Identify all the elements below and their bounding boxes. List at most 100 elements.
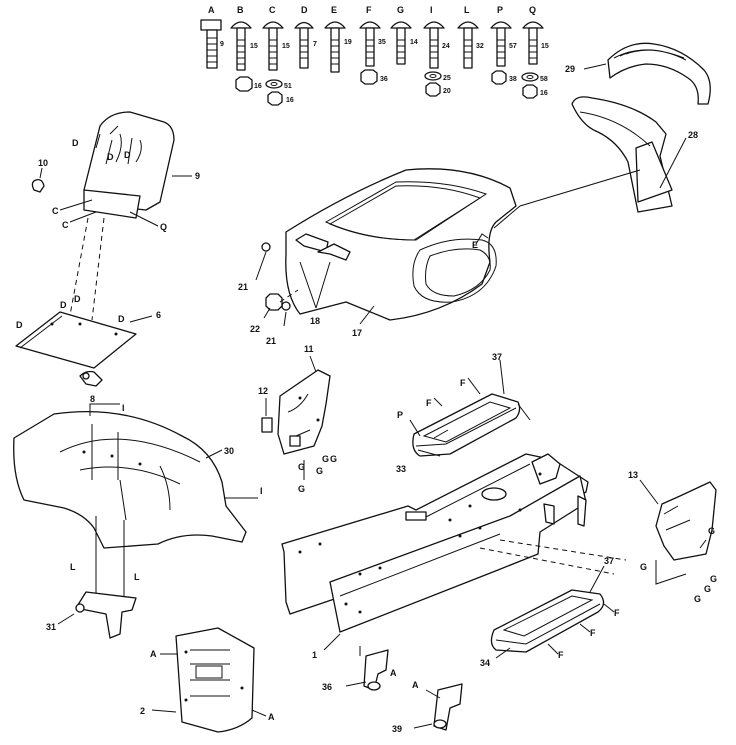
callout-31: 31 bbox=[46, 622, 56, 632]
part-13-side-plate: 13 G G G G G bbox=[628, 470, 717, 604]
callout-39: 39 bbox=[392, 724, 402, 734]
callout-37-top: 37 bbox=[492, 352, 502, 362]
bolt-letter-i: I bbox=[430, 5, 433, 15]
bracket-39-letter-a: A bbox=[412, 680, 419, 690]
nut-size-2: 51 bbox=[284, 83, 292, 90]
bolt-size-f: 35 bbox=[378, 39, 386, 46]
bolt-l: L 32 bbox=[457, 5, 484, 69]
rear-plate-letter-a-1: A bbox=[150, 649, 157, 659]
bolt-c: C 15 bbox=[262, 5, 290, 71]
console-letter-c-1: C bbox=[52, 206, 59, 216]
bracket-letter-g-3: G bbox=[322, 454, 329, 464]
bolt-p: P 57 bbox=[490, 5, 517, 67]
callout-13: 13 bbox=[628, 470, 638, 480]
nut-size-9: 16 bbox=[540, 90, 548, 97]
fender-letter-i-1: I bbox=[122, 403, 125, 413]
callout-29: 29 bbox=[565, 64, 575, 74]
nut-size-6: 20 bbox=[443, 88, 451, 95]
callout-1: 1 bbox=[312, 650, 317, 660]
bolt-size-a: 9 bbox=[220, 41, 224, 48]
bolt-letter-g: G bbox=[397, 5, 404, 15]
fender-letter-l-1: L bbox=[70, 562, 76, 572]
bolt-letter-e: E bbox=[331, 5, 337, 15]
callout-17: 17 bbox=[352, 328, 362, 338]
bolt-size-c: 15 bbox=[282, 43, 290, 50]
callout-33: 33 bbox=[396, 464, 406, 474]
nut-size-3: 16 bbox=[286, 97, 294, 104]
fender-letter-i-2: I bbox=[260, 486, 263, 496]
callout-21-bottom: 21 bbox=[266, 336, 276, 346]
callout-2: 2 bbox=[140, 706, 145, 716]
console-letter-d-3: D bbox=[72, 138, 79, 148]
bracket-letter-g-5: G bbox=[298, 484, 305, 494]
part-1-frame: 1 bbox=[281, 453, 589, 660]
console-letter-c-2: C bbox=[62, 220, 69, 230]
callout-12: 12 bbox=[258, 386, 268, 396]
plate-letter-d-4: D bbox=[118, 314, 125, 324]
nut-size-7: 38 bbox=[509, 76, 517, 83]
bolt-b: B 15 bbox=[230, 5, 258, 71]
bolt-letter-d: D bbox=[301, 5, 308, 15]
nut-size-1: 16 bbox=[254, 83, 262, 90]
bolt-letter-f: F bbox=[366, 5, 372, 15]
part-30-fender: 30 I I bbox=[13, 403, 263, 549]
seat-pan-letter-p: P bbox=[397, 410, 403, 420]
part-29-grip: 29 bbox=[565, 42, 711, 105]
bolt-letter-b: B bbox=[237, 5, 244, 15]
callout-37-bottom: 37 bbox=[604, 556, 614, 566]
bolt-size-g: 14 bbox=[410, 39, 418, 46]
bolt-size-d: 7 bbox=[313, 41, 317, 48]
bolt-a: A 9 bbox=[200, 5, 224, 69]
side-letter-g-3: G bbox=[710, 574, 717, 584]
bracket-36-letter-a: A bbox=[390, 668, 397, 678]
seat-pan-letter-f-2: F bbox=[460, 378, 466, 388]
nut-size-8: 58 bbox=[540, 76, 548, 83]
part-18-knobs: 18 bbox=[299, 261, 331, 326]
plate-letter-d-3: D bbox=[16, 320, 23, 330]
callout-21-top: 21 bbox=[238, 282, 248, 292]
part-28-panel: 28 bbox=[571, 96, 698, 213]
part-39-bracket: A 39 bbox=[392, 680, 463, 734]
bolt-i: I 24 bbox=[423, 5, 450, 69]
callout-30: 30 bbox=[224, 446, 234, 456]
side-letter-g-2: G bbox=[640, 562, 647, 572]
bolt-letter-q: Q bbox=[529, 5, 536, 15]
footrest-letter-f-1: F bbox=[614, 608, 620, 618]
bolt-size-e: 19 bbox=[344, 39, 352, 46]
callout-28: 28 bbox=[688, 130, 698, 140]
bolt-size-p: 57 bbox=[509, 43, 517, 50]
part-21-22-hardware: 21 22 21 bbox=[238, 242, 299, 346]
callout-8: 8 bbox=[90, 394, 95, 404]
side-letter-g-4: G bbox=[704, 584, 711, 594]
console-letter-d-2: D bbox=[124, 150, 131, 160]
bolt-size-i: 24 bbox=[442, 43, 450, 50]
callout-11: 11 bbox=[304, 344, 314, 354]
plate-letter-d-2: D bbox=[74, 294, 81, 304]
plate-letter-d-1: D bbox=[60, 300, 67, 310]
part-2-rear-plate: A A 2 bbox=[140, 627, 275, 733]
part-11-bracket: 11 12 G G G G G bbox=[258, 344, 337, 494]
side-letter-g-1: G bbox=[708, 526, 715, 536]
bolt-size-b: 15 bbox=[250, 43, 258, 50]
rear-plate-letter-a-2: A bbox=[268, 712, 275, 722]
part-36-bracket: A 36 bbox=[322, 646, 397, 692]
callout-18: 18 bbox=[310, 316, 320, 326]
bolt-f: F 35 bbox=[359, 5, 386, 67]
bracket-letter-g-4: G bbox=[330, 454, 337, 464]
console-letter-d-1: D bbox=[107, 152, 114, 162]
part-17-hood: E 17 bbox=[285, 168, 641, 338]
bracket-letter-g-2: G bbox=[316, 466, 323, 476]
callout-10: 10 bbox=[38, 158, 48, 168]
callout-9: 9 bbox=[195, 171, 200, 181]
callout-22: 22 bbox=[250, 324, 260, 334]
nuts-row: 16 51 16 36 25 20 38 58 16 bbox=[235, 69, 548, 106]
hardware-row: A 9 B 15 C 15 D 7 bbox=[200, 5, 549, 106]
side-letter-g-5: G bbox=[694, 594, 701, 604]
bolt-size-l: 32 bbox=[476, 43, 484, 50]
nut-size-5: 25 bbox=[443, 75, 451, 82]
footrest-letter-f-3: F bbox=[558, 650, 564, 660]
console-letter-q: Q bbox=[160, 222, 167, 232]
bolt-letter-a: A bbox=[208, 5, 215, 15]
bolt-d: D 7 bbox=[294, 5, 317, 69]
